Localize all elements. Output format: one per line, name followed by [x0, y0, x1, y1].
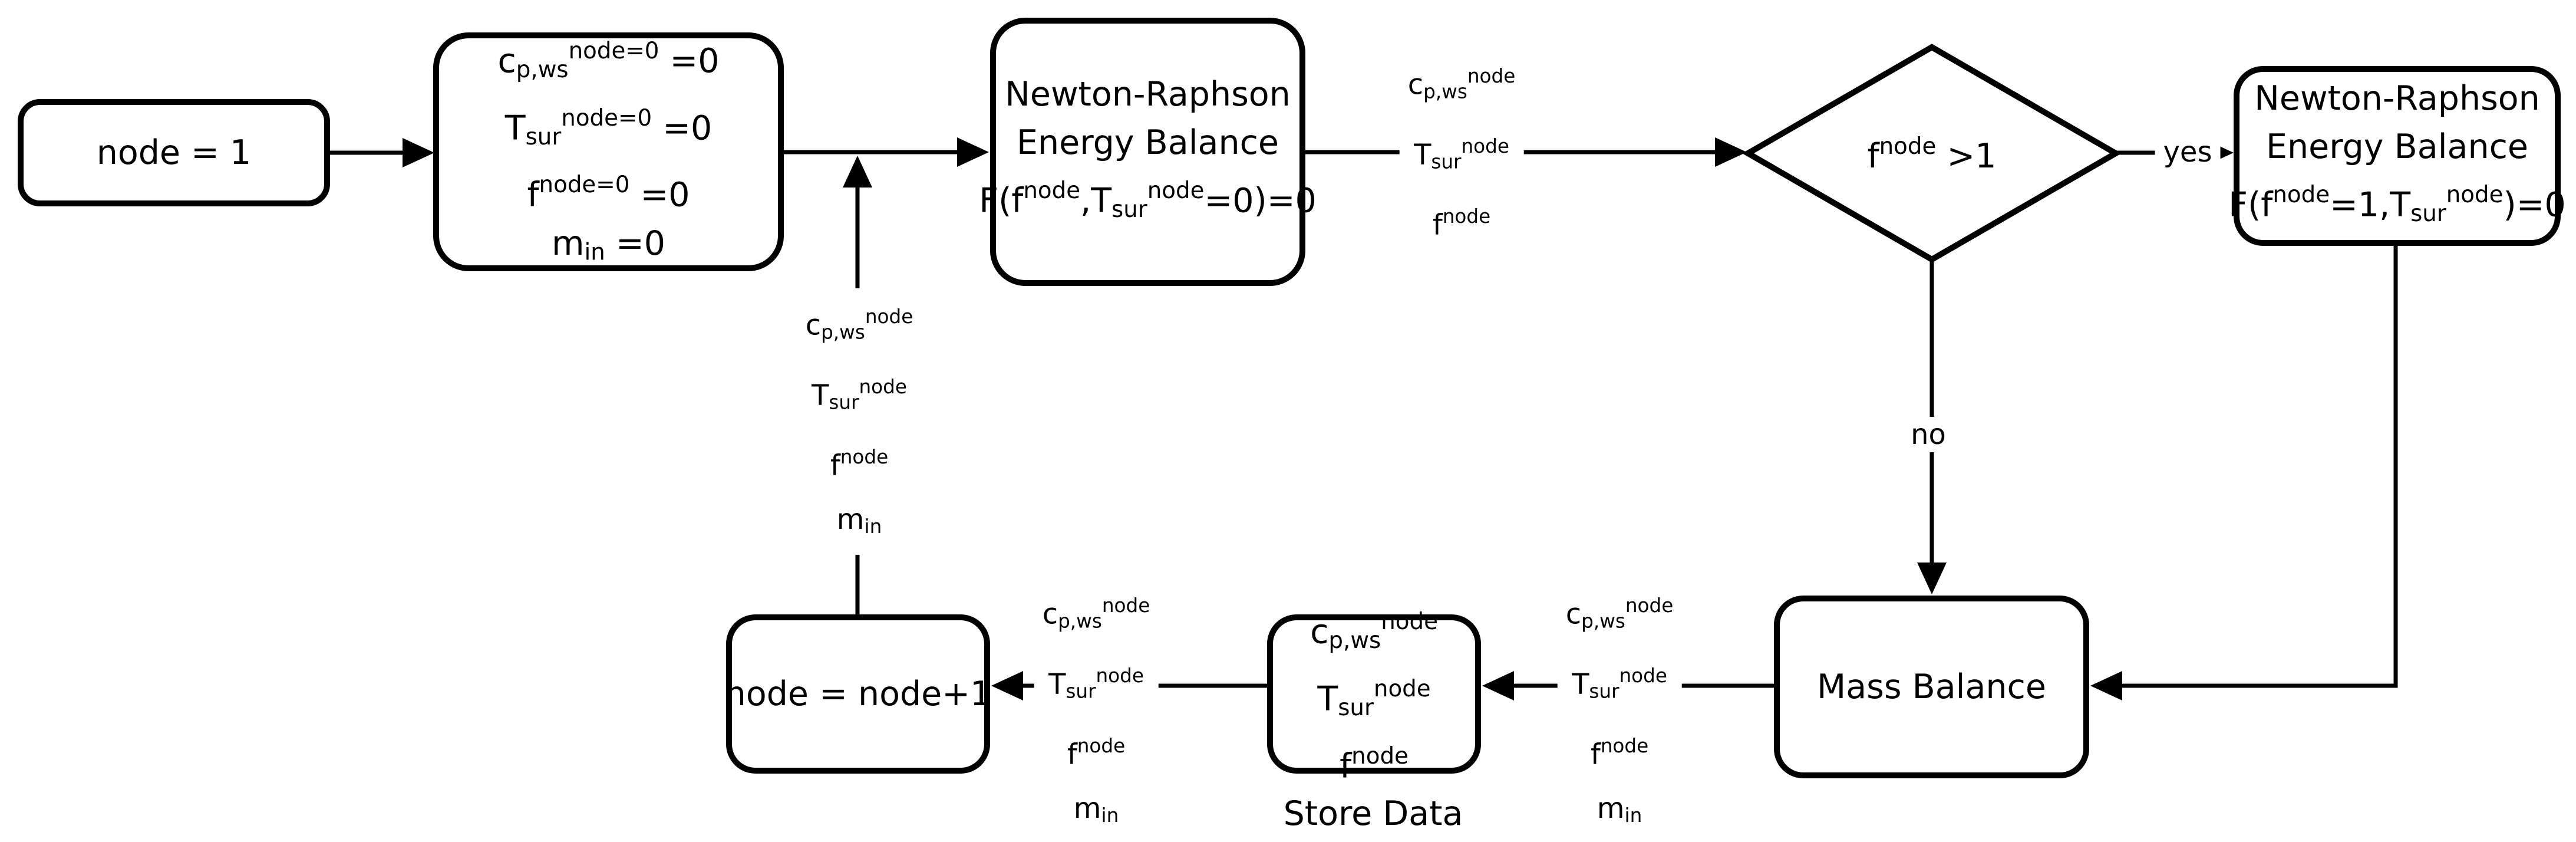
node-start: node = 1 [18, 99, 330, 206]
arrowhead-into-decision [1715, 137, 1747, 167]
node-mass-balance: Mass Balance [1774, 596, 2089, 778]
store-data-caption: Store Data [1283, 794, 1463, 833]
decision-label: fnode >1 [1867, 133, 1997, 176]
arrowhead-into-store [1482, 671, 1514, 700]
edge-label-yes: yes [2155, 134, 2221, 170]
arrowhead-into-mass-right [2090, 671, 2122, 700]
arrowhead-loop-up [843, 156, 872, 188]
node-increment: node = node+1 [725, 614, 991, 774]
arrowhead-into-init [403, 138, 434, 167]
arrowhead-into-mass-top [1917, 563, 1947, 594]
arrowhead-into-nr1 [957, 137, 989, 167]
arrowhead-into-increment [991, 671, 1023, 700]
edge-label-no: no [1902, 417, 1954, 452]
edge-nr2-to-mass [2121, 246, 2398, 688]
